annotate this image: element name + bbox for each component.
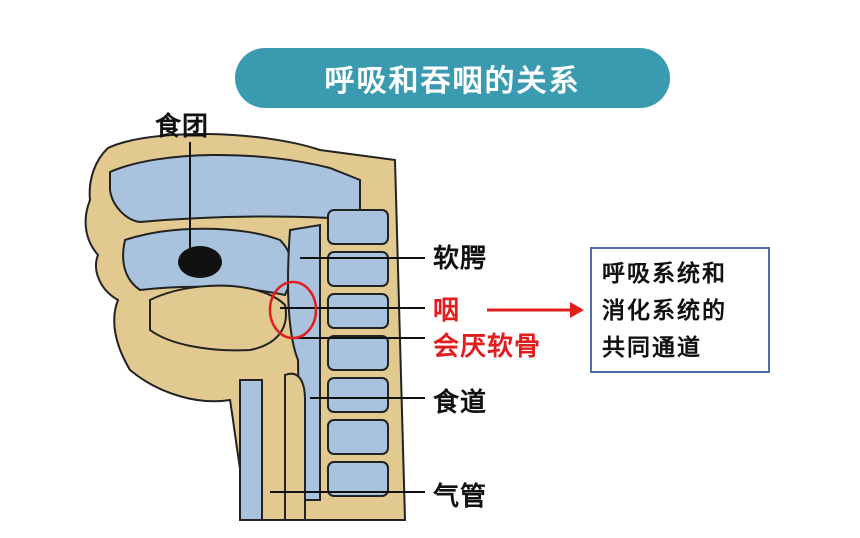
page-title: 呼吸和吞咽的关系 [324,64,581,99]
title-banner: 呼吸和吞咽的关系 [235,48,670,108]
nasal-cavity [109,154,361,224]
label-soft-palate: 软腭 [433,244,488,274]
label-esophagus: 食道 [433,388,488,418]
food-bolus [178,246,222,278]
esophagus-tube [284,372,306,521]
tongue [149,284,287,352]
label-bolus: 食团 [155,112,210,142]
note-line: 呼吸系统和 [602,260,727,287]
pharynx-highlight [268,280,318,340]
label-trachea: 气管 [433,482,488,512]
arrow-head [570,302,584,318]
note-box: 呼吸系统和 消化系统的 共同通道 [590,247,770,373]
vertebrae [327,209,389,497]
pointer-lines [189,142,425,493]
label-pharynx: 咽 [433,296,461,326]
note-line: 消化系统的 [602,297,727,324]
note-line: 共同通道 [602,334,702,361]
label-epiglottis: 会厌软骨 [433,332,542,362]
trachea-tube [239,379,263,521]
